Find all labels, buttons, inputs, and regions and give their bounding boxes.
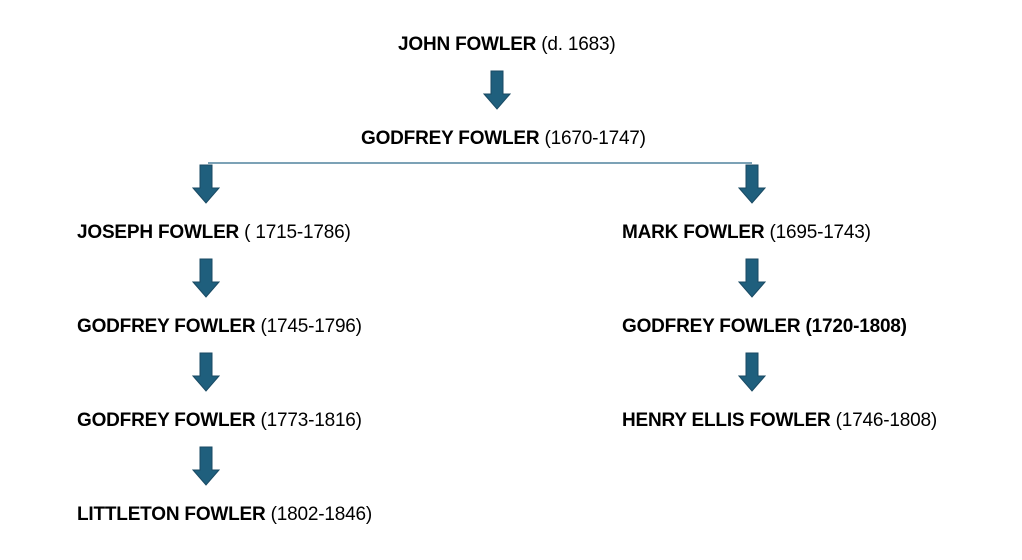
person-dates: (1720-1808) [800,316,907,337]
node-henry-ellis-fowler: HENRY ELLIS FOWLER (1746-1808) [622,410,937,432]
branch-connector-line [208,162,752,164]
down-arrow-icon [738,352,766,392]
down-arrow-icon [192,164,220,204]
person-dates: ( 1715-1786) [239,222,351,243]
person-name: JOHN FOWLER [398,34,537,55]
down-arrow-icon [738,258,766,298]
person-dates: (1695-1743) [764,222,871,243]
down-arrow-icon [483,70,511,110]
down-arrow-icon [738,164,766,204]
person-dates: (1670-1747) [539,128,646,149]
node-godfrey-fowler-1773: GODFREY FOWLER (1773-1816) [77,410,362,432]
person-dates: (1746-1808) [830,410,938,431]
down-arrow-icon [192,258,220,298]
node-godfrey-fowler-1670: GODFREY FOWLER (1670-1747) [361,128,646,150]
person-name: GODFREY FOWLER [361,128,540,149]
down-arrow-icon [192,352,220,392]
person-name: JOSEPH FOWLER [77,222,240,243]
person-name: HENRY ELLIS FOWLER [622,410,831,431]
down-arrow-icon [192,446,220,486]
person-dates: (1773-1816) [255,410,362,431]
node-mark-fowler: MARK FOWLER (1695-1743) [622,222,871,244]
person-name: GODFREY FOWLER [77,410,256,431]
person-name: MARK FOWLER [622,222,765,243]
person-name: GODFREY FOWLER [77,316,256,337]
node-godfrey-fowler-1720: GODFREY FOWLER (1720-1808) [622,316,907,338]
node-john-fowler: JOHN FOWLER (d. 1683) [398,34,616,56]
node-godfrey-fowler-1745: GODFREY FOWLER (1745-1796) [77,316,362,338]
person-dates: (d. 1683) [536,34,616,55]
node-littleton-fowler: LITTLETON FOWLER (1802-1846) [77,504,372,526]
node-joseph-fowler: JOSEPH FOWLER ( 1715-1786) [77,222,351,244]
person-dates: (1745-1796) [255,316,362,337]
person-dates: (1802-1846) [265,504,373,525]
person-name: GODFREY FOWLER [622,316,801,337]
person-name: LITTLETON FOWLER [77,504,266,525]
